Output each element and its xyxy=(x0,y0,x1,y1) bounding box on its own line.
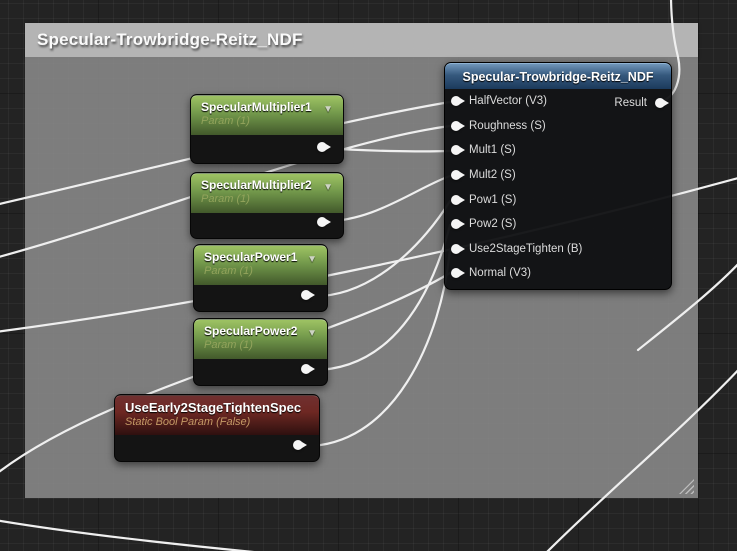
node-title: SpecularPower2 xyxy=(204,324,298,338)
chevron-down-icon[interactable]: ▼ xyxy=(323,182,333,193)
input-pin-row: HalfVector (V3) xyxy=(445,89,671,114)
node-header: UseEarly2StageTightenSpec Static Bool Pa… xyxy=(115,395,319,435)
input-pin-icon[interactable] xyxy=(451,243,465,254)
input-pin-icon[interactable] xyxy=(451,145,465,156)
input-pin-icon[interactable] xyxy=(451,194,465,205)
output-pin-icon[interactable] xyxy=(317,217,331,227)
node-subtitle: Param (1) xyxy=(201,115,250,127)
input-pin-row: Pow2 (S) xyxy=(445,212,671,237)
node-body xyxy=(191,213,343,236)
input-pin-icon[interactable] xyxy=(451,219,465,230)
node-title: Specular-Trowbridge-Reitz_NDF xyxy=(462,69,654,84)
node-subtitle: Param (1) xyxy=(204,265,253,277)
pin-label: Mult1 (S) xyxy=(469,144,516,157)
node-body: HalfVector (V3) Roughness (S) Mult1 (S) … xyxy=(445,89,671,286)
node-body xyxy=(194,359,327,383)
chevron-down-icon[interactable]: ▼ xyxy=(307,328,317,339)
node-title: SpecularMultiplier1 xyxy=(201,100,312,114)
pin-label: Result xyxy=(614,97,647,110)
node-subtitle: Param (1) xyxy=(204,339,253,351)
pin-label: Normal (V3) xyxy=(469,267,531,280)
node-body xyxy=(191,135,343,161)
node-specular-multiplier2[interactable]: SpecularMultiplier2 Param (1) ▼ xyxy=(190,172,344,239)
node-title: UseEarly2StageTightenSpec xyxy=(125,400,302,415)
input-pin-icon[interactable] xyxy=(451,268,465,279)
input-pin-row: Roughness (S) xyxy=(445,114,671,139)
output-pin-icon[interactable] xyxy=(317,142,331,152)
input-pin-icon[interactable] xyxy=(451,96,465,107)
input-pin-row: Mult1 (S) xyxy=(445,138,671,163)
output-pin-icon[interactable] xyxy=(301,290,315,300)
output-pin-row: Result xyxy=(614,91,669,116)
node-subtitle: Static Bool Param (False) xyxy=(125,416,251,428)
input-pin-row: Mult2 (S) xyxy=(445,163,671,188)
pin-label: Roughness (S) xyxy=(469,119,546,132)
input-pin-icon[interactable] xyxy=(451,170,465,181)
comment-box-header[interactable]: Specular-Trowbridge-Reitz_NDF xyxy=(25,23,698,57)
input-pin-row: Pow1 (S) xyxy=(445,187,671,212)
node-body xyxy=(194,285,327,309)
node-header: Specular-Trowbridge-Reitz_NDF xyxy=(445,63,671,89)
node-header: SpecularMultiplier1 Param (1) ▼ xyxy=(191,95,343,135)
node-function-trowbridge-reitz-ndf[interactable]: Specular-Trowbridge-Reitz_NDF HalfVector… xyxy=(444,62,672,290)
chevron-down-icon[interactable]: ▼ xyxy=(307,254,317,265)
pin-label: Use2StageTighten (B) xyxy=(469,242,583,255)
node-title: SpecularPower1 xyxy=(204,250,298,264)
node-title: SpecularMultiplier2 xyxy=(201,178,312,192)
node-specular-power2[interactable]: SpecularPower2 Param (1) ▼ xyxy=(193,318,328,386)
wire-bottom-edge xyxy=(0,519,255,551)
node-header: SpecularPower2 Param (1) ▼ xyxy=(194,319,327,359)
node-subtitle: Param (1) xyxy=(201,193,250,205)
pin-label: Mult2 (S) xyxy=(469,169,516,182)
pin-label: Pow2 (S) xyxy=(469,218,517,231)
input-pin-icon[interactable] xyxy=(451,120,465,131)
resize-handle-icon[interactable] xyxy=(679,479,694,494)
input-pin-row: Normal (V3) xyxy=(445,261,671,286)
output-pin-icon[interactable] xyxy=(293,440,307,450)
output-pin-icon[interactable] xyxy=(301,364,315,374)
node-specular-power1[interactable]: SpecularPower1 Param (1) ▼ xyxy=(193,244,328,312)
node-use-early-2stage-tighten-spec[interactable]: UseEarly2StageTightenSpec Static Bool Pa… xyxy=(114,394,320,462)
input-pin-row: Use2StageTighten (B) xyxy=(445,237,671,262)
node-specular-multiplier1[interactable]: SpecularMultiplier1 Param (1) ▼ xyxy=(190,94,344,164)
node-body xyxy=(115,435,319,459)
comment-title: Specular-Trowbridge-Reitz_NDF xyxy=(37,30,303,49)
node-header: SpecularPower1 Param (1) ▼ xyxy=(194,245,327,285)
node-header: SpecularMultiplier2 Param (1) ▼ xyxy=(191,173,343,213)
pin-label: Pow1 (S) xyxy=(469,193,517,206)
pin-label: HalfVector (V3) xyxy=(469,95,547,108)
output-pin-icon[interactable] xyxy=(655,98,669,109)
chevron-down-icon[interactable]: ▼ xyxy=(323,104,333,115)
